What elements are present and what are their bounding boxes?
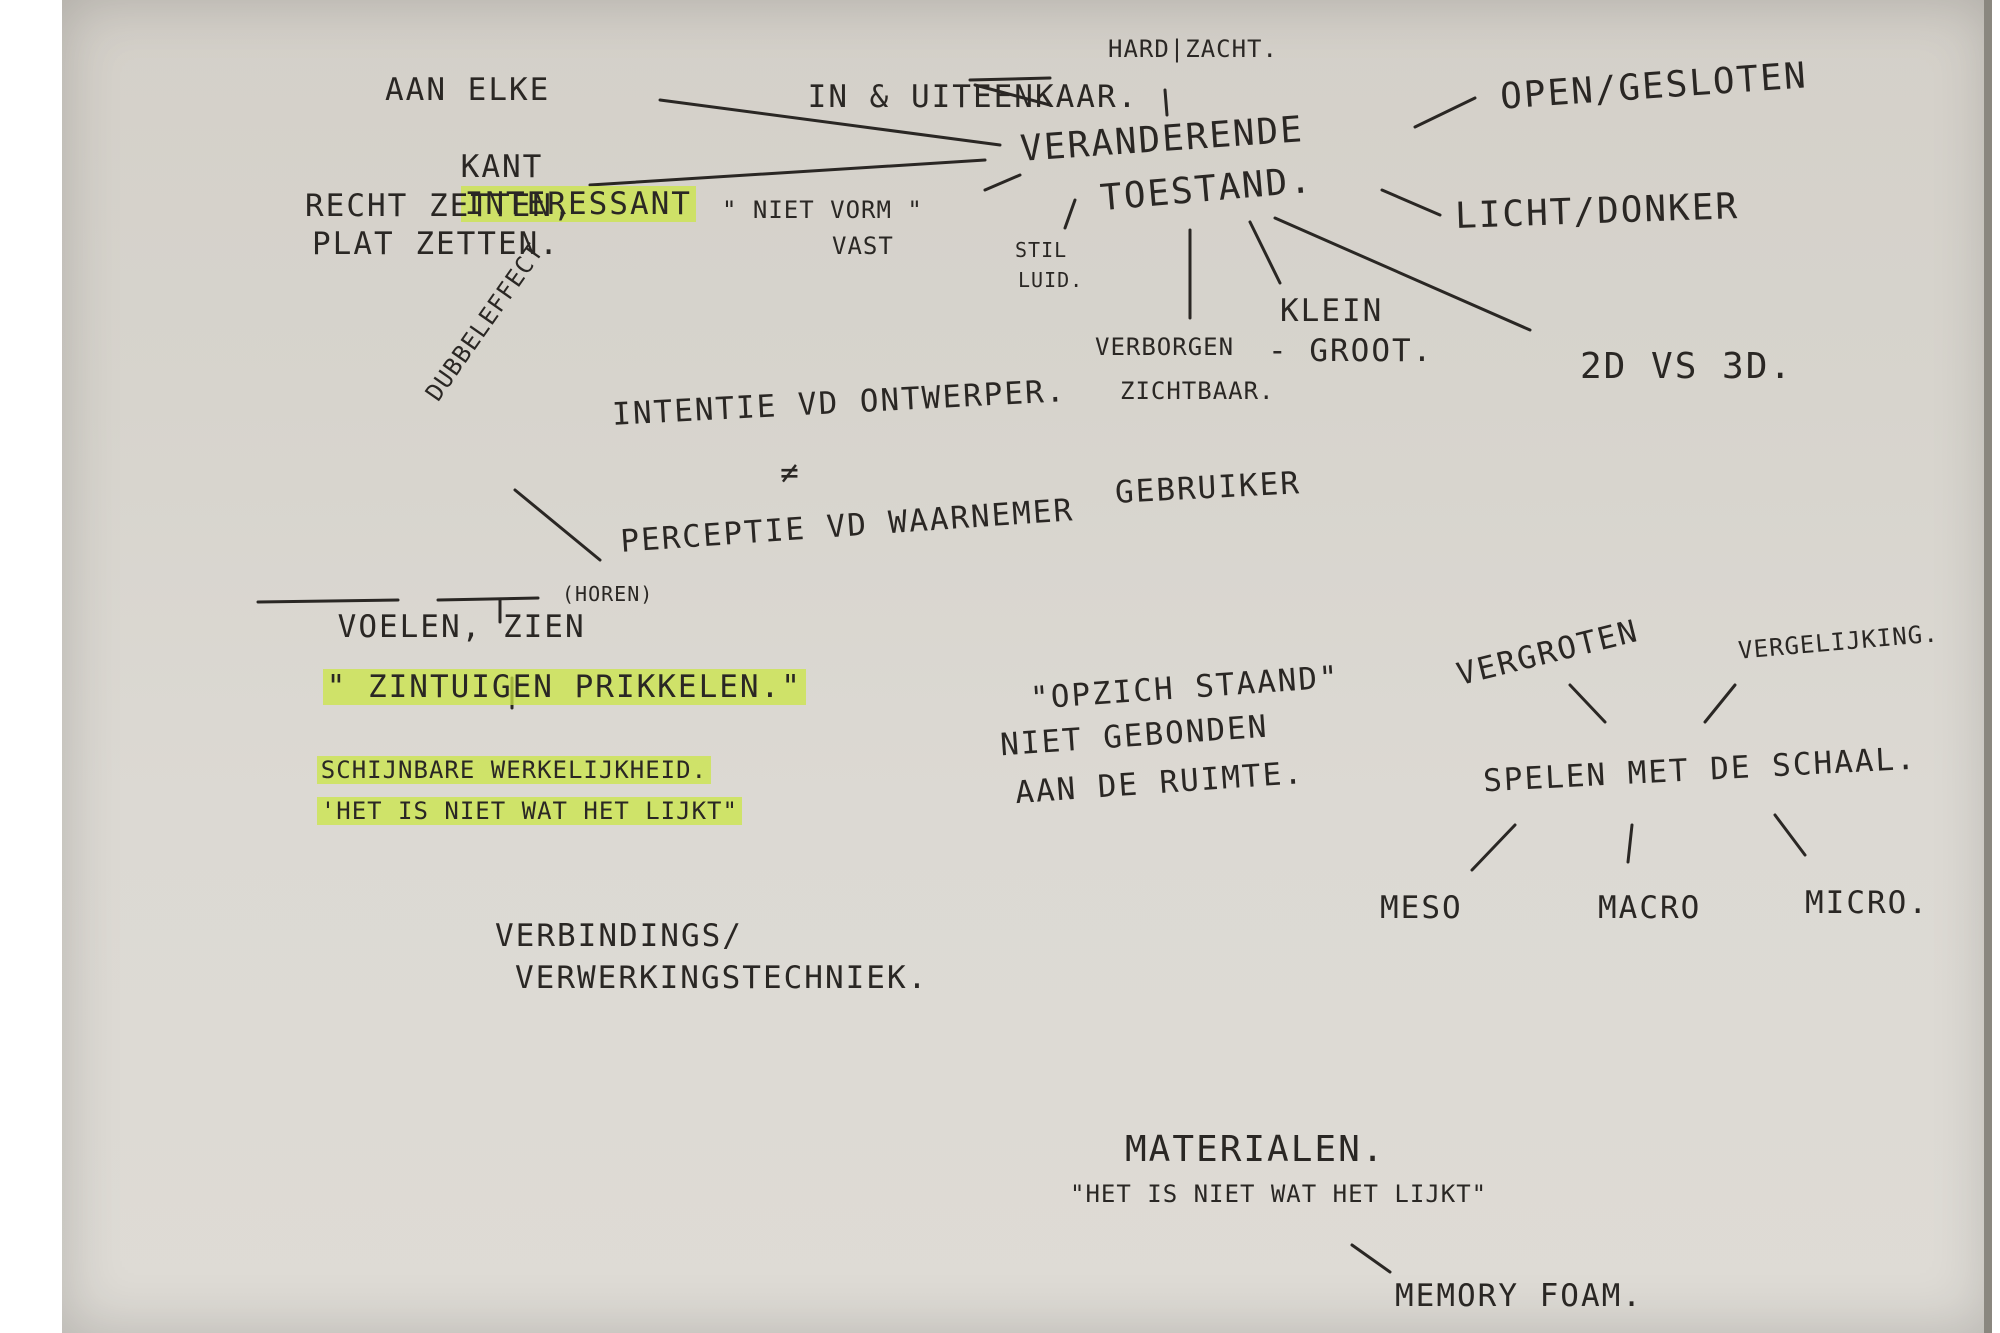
text-macro: MACRO: [1598, 890, 1702, 926]
text-verborgen: VERBORGEN: [1095, 333, 1235, 361]
text-voelen-zien: VOELEN, ZIEN: [255, 572, 586, 684]
text-zien: ZIEN: [502, 609, 586, 646]
text-hard-zacht: HARD|ZACHT.: [1108, 35, 1278, 63]
text-niet-vorm: " NIET VORM ": [722, 196, 923, 224]
text-voelen: VOELEN: [337, 609, 462, 646]
text-het-is-niet: 'HET IS NIET WAT HET LIJKT": [255, 768, 742, 854]
text-klein: KLEIN: [1280, 293, 1384, 329]
text-verbindings: VERBINDINGS/: [495, 918, 743, 954]
text-meso: MESO: [1380, 890, 1463, 926]
text-materialen: MATERIALEN.: [1125, 1129, 1386, 1170]
text-zintuigen: " ZINTUIGEN PRIKKELEN.": [240, 632, 806, 744]
text-interessant: INTERESSANT: [460, 186, 696, 223]
text-kant-word: KANT: [460, 149, 544, 186]
text-2d-3d: 2D vs 3D.: [1580, 346, 1794, 387]
text-kant: KANT INTERESSANT: [378, 112, 696, 261]
text-in-uiteen-b: KAAR.: [1034, 79, 1139, 116]
paper-sheet: [62, 0, 1992, 1333]
text-comma: ,: [461, 609, 503, 646]
text-recht-zetten: RECHT ZETTEN,: [305, 188, 574, 224]
text-het-is-niet-hl: 'HET IS NIET WAT HET LIJKT": [316, 796, 742, 825]
text-in-uiteen-a: iN & UITEEN: [807, 79, 1035, 116]
text-luid: LUID.: [1018, 268, 1084, 292]
text-vast: VAST: [832, 232, 894, 260]
text-neq: ≠: [780, 455, 801, 491]
text-verwerkings: VERWERKINGSTECHNIEK.: [515, 960, 929, 996]
text-zintuigen-hl: " ZINTUIGEN PRIKKELEN.": [322, 669, 806, 706]
text-het-is-niet-2: "HET IS NIET WAT HET LIJKT": [1070, 1180, 1488, 1208]
text-schijnbare: SCHIJNBARE WERKELIJKHEID.: [255, 727, 712, 813]
text-groot: - GROOT.: [1268, 333, 1434, 369]
text-zichtbaar: ZICHTBAAR.: [1120, 377, 1275, 405]
text-plat-zetten: PLAT ZETTEN.: [312, 226, 560, 262]
text-micro: MICRO.: [1805, 885, 1929, 921]
text-stil: STIL: [1015, 238, 1068, 262]
text-schijnbare-hl: SCHIJNBARE WERKELIJKHEID.: [316, 755, 712, 784]
text-in-uiteen: iN & UITEENKAAR.: [725, 42, 1138, 154]
paper-edge: [1984, 0, 1992, 1333]
text-aan-elke: AAN ELKE: [385, 72, 551, 108]
text-memory-foam: MEMORY FOAM.: [1395, 1278, 1643, 1314]
text-horen: (HOREN): [562, 582, 654, 606]
